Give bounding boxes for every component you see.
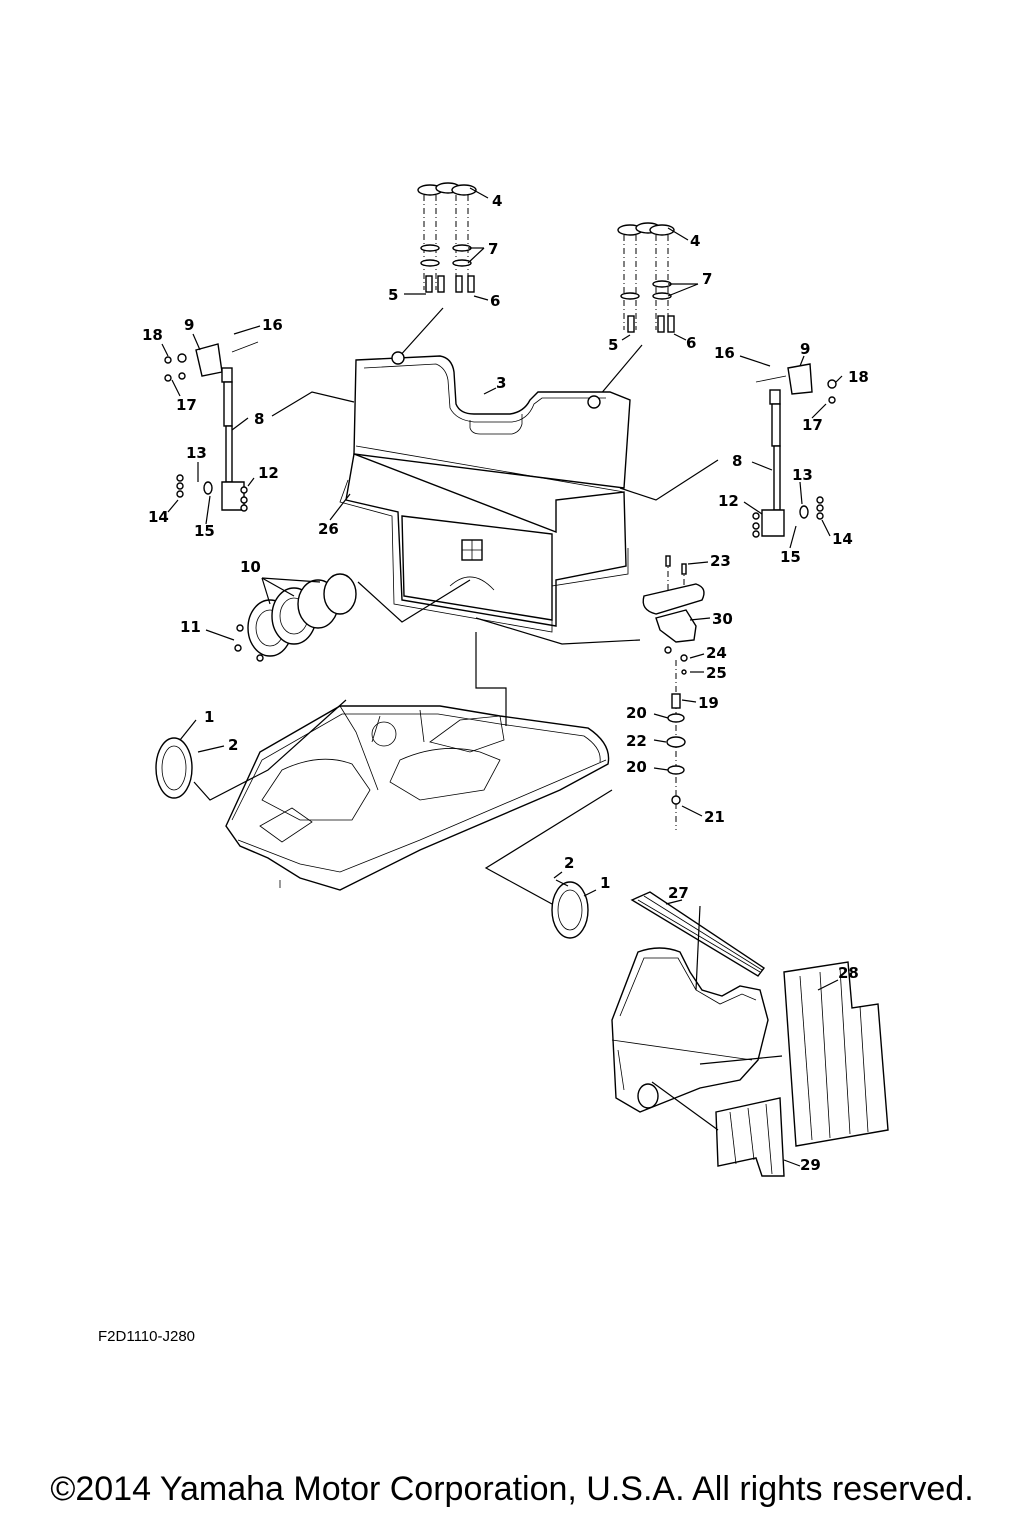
callout-6: 6 [490, 292, 500, 310]
callout-28: 28 [838, 964, 859, 982]
callout-25: 25 [706, 664, 727, 682]
callout-8: 8 [732, 452, 742, 470]
callout-13: 13 [186, 444, 207, 462]
callout-14: 14 [148, 508, 169, 526]
callout-20: 20 [626, 758, 647, 776]
tub-floor-mat [783, 961, 889, 1147]
callout-7: 7 [488, 240, 498, 258]
callout-2: 2 [564, 854, 574, 872]
engine-hatch-lid [345, 351, 631, 627]
callout-14: 14 [832, 530, 853, 548]
gas-strut-assembly-right [752, 363, 837, 538]
callout-7: 7 [702, 270, 712, 288]
callout-1: 1 [204, 708, 214, 726]
boat-hull [225, 705, 610, 891]
inspection-cover-right [551, 881, 589, 939]
callout-10: 10 [240, 558, 261, 576]
callout-27: 27 [668, 884, 689, 902]
callout-11: 11 [180, 618, 201, 636]
callout-5: 5 [388, 286, 398, 304]
callout-17: 17 [802, 416, 823, 434]
callout-2: 2 [228, 736, 238, 754]
copyright-notice: ©2014 Yamaha Motor Corporation, U.S.A. A… [50, 1470, 974, 1508]
callout-12: 12 [258, 464, 279, 482]
callout-30: 30 [712, 610, 733, 628]
hatch-latch-hardware [642, 555, 705, 830]
storage-tub [611, 947, 769, 1113]
callout-12: 12 [718, 492, 739, 510]
callout-18: 18 [848, 368, 869, 386]
callout-4: 4 [492, 192, 502, 210]
callout-18: 18 [142, 326, 163, 344]
callout-19: 19 [698, 694, 719, 712]
callout-15: 15 [780, 548, 801, 566]
callout-29: 29 [800, 1156, 821, 1174]
tub-side-mat [715, 1097, 785, 1177]
callout-16: 16 [714, 344, 735, 362]
callout-9: 9 [800, 340, 810, 358]
vent-assembly [234, 573, 357, 662]
callout-22: 22 [626, 732, 647, 750]
callout-8: 8 [254, 410, 264, 428]
hatch-seal [339, 479, 629, 633]
callout-26: 26 [318, 520, 339, 538]
callout-5: 5 [608, 336, 618, 354]
callout-6: 6 [686, 334, 696, 352]
callout-21: 21 [704, 808, 725, 826]
hinge-pin-group-right [617, 222, 675, 333]
callout-16: 16 [262, 316, 283, 334]
callout-17: 17 [176, 396, 197, 414]
callout-13: 13 [792, 466, 813, 484]
callout-1: 1 [600, 874, 610, 892]
callout-4: 4 [690, 232, 700, 250]
callout-24: 24 [706, 644, 727, 662]
callout-20: 20 [626, 704, 647, 722]
callout-23: 23 [710, 552, 731, 570]
callout-9: 9 [184, 316, 194, 334]
tub-rail-mat [630, 891, 766, 977]
inspection-cover-left [155, 737, 193, 799]
hinge-pin-group-left [417, 182, 477, 293]
callout-3: 3 [496, 374, 506, 392]
gas-strut-assembly-left [164, 341, 259, 512]
callout-15: 15 [194, 522, 215, 540]
diagram-code: F2D1110-J280 [98, 1328, 196, 1345]
